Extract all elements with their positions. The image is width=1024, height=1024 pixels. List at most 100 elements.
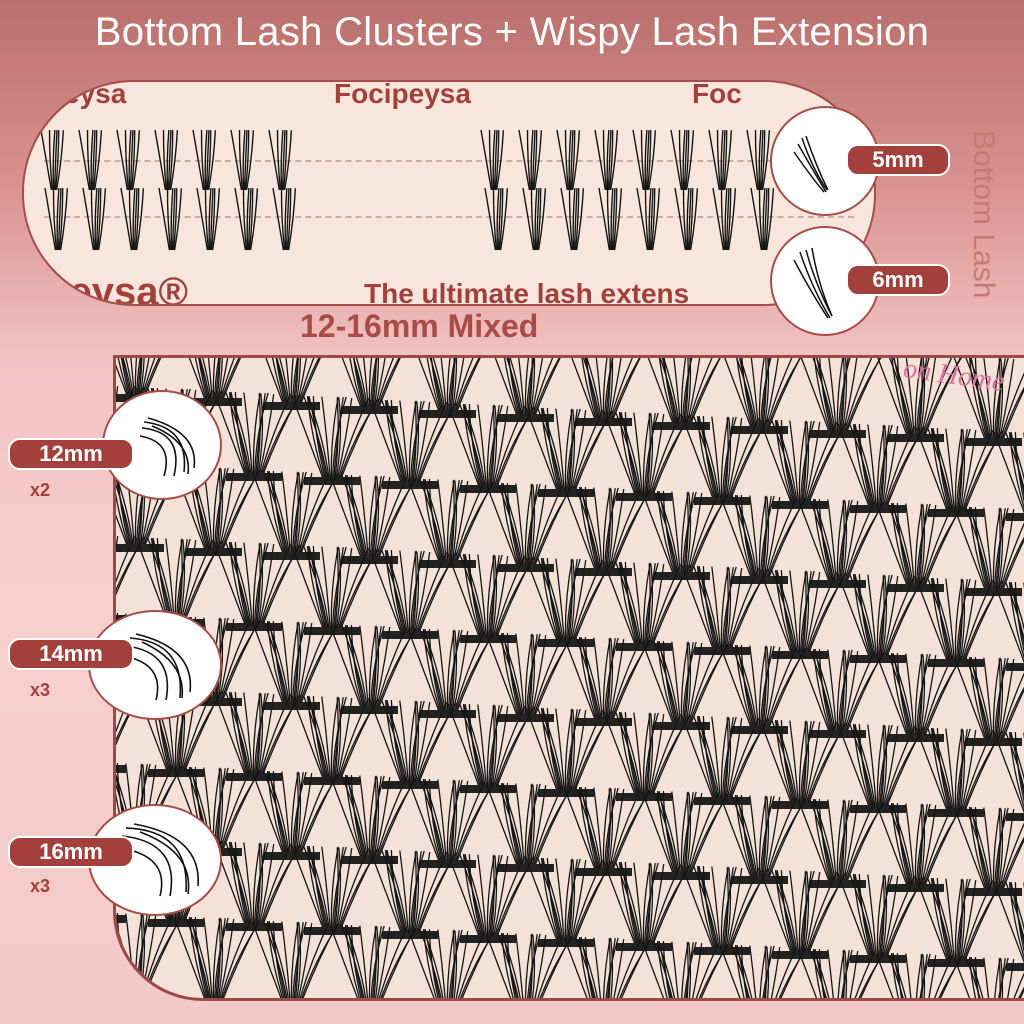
lash-cluster [953,506,1024,593]
lash-cluster [681,565,770,652]
lash-cluster [594,129,619,191]
lash-band [264,552,320,560]
lash-band [420,410,476,418]
lash-cluster [993,431,1024,514]
quantity-16mm: x3 [30,876,51,896]
lash-band [888,884,944,892]
bottom-lash-clusters [40,129,775,251]
lash-band [342,856,398,864]
lash-band [576,568,632,576]
lash-band [186,698,242,706]
lash-band [116,915,126,923]
lash-band [498,414,554,422]
brand-logo-partial: eysa [64,80,127,109]
lash-cluster [875,952,964,998]
lash-cluster [251,470,340,557]
lash-band [654,422,710,430]
lash-cluster [518,129,543,191]
lash-band [186,548,242,556]
lash-cluster [291,395,380,482]
quantity-12mm: x2 [30,480,51,500]
lash-cluster [369,399,458,486]
lash-cluster [750,187,775,251]
lash-cluster [598,187,623,251]
lash-band [1006,963,1024,971]
lash-cluster [192,129,217,191]
lash-cluster [563,636,652,723]
lash-cluster [636,187,661,251]
tagline: The ultimate lash extens [364,278,690,306]
lash-cluster [603,561,692,648]
mixed-length-label: 12-16mm Mixed [300,308,539,344]
lash-cluster [485,482,574,569]
lash-band [1006,813,1024,821]
lash-band [264,702,320,710]
lash-cluster [525,407,614,494]
lash-band [264,852,320,860]
lash-cluster [953,656,1024,743]
lash-cluster [213,841,302,928]
lash-cluster [674,187,699,251]
lash-cluster [746,129,771,191]
lash-cluster [447,703,536,790]
lash-band [116,994,164,998]
lash-cluster [563,786,652,873]
lash-cluster [44,187,69,251]
lash-band [732,426,788,434]
lash-cluster [213,691,302,778]
lash-cluster [407,628,496,715]
lash-band [498,564,554,572]
lash-cluster [993,731,1024,814]
bottom-lash-label: Bottom Lash [967,130,1000,299]
brand-logo-large: ipeysa® [34,270,189,306]
lash-cluster [447,403,536,490]
lash-cluster [915,877,1004,964]
lash-cluster [154,129,179,191]
lash-cluster [522,187,547,251]
lash-band [342,406,398,414]
wispy-lash-tray: on Home [113,355,1024,1001]
size-badge-14mm: 14mm [8,638,134,670]
lash-cluster [447,853,536,940]
lash-cluster [724,358,801,431]
lash-band [732,726,788,734]
lash-cluster [291,695,380,782]
lash-cluster [837,873,926,960]
lash-cluster [173,916,262,998]
lash-band [576,418,632,426]
lash-cluster [369,849,458,936]
lash-cluster [837,723,926,810]
lash-cluster [837,573,926,660]
lash-cluster [632,129,657,191]
lash-band [1006,663,1024,671]
lash-cluster [407,928,496,998]
lash-cluster [120,187,145,251]
lash-cluster [953,956,1024,998]
lash-cluster [234,187,259,251]
size-badge-16mm: 16mm [8,836,134,868]
wispy-lash-clusters [116,358,1024,998]
lash-cluster [560,187,585,251]
brand-logo: Focipeysa [334,80,471,109]
lash-cluster [708,129,733,191]
lash-cluster [525,557,614,644]
lash-band [420,560,476,568]
quantity-14mm: x3 [30,680,51,700]
lash-band [342,556,398,564]
size-badge-12mm: 12mm [8,438,134,470]
lash-cluster [670,129,695,191]
lash-cluster [329,924,418,998]
lash-cluster [681,715,770,802]
lash-cluster [563,936,652,998]
lash-cluster [719,944,808,998]
lash-band [810,880,866,888]
lash-band [498,864,554,872]
lash-band [264,402,320,410]
lash-band [966,738,1022,746]
lash-cluster [915,427,1004,514]
lash-cluster [268,129,293,191]
lash-cluster [603,411,692,498]
lash-cluster [291,545,380,632]
lash-cluster [915,727,1004,814]
lash-cluster [563,486,652,573]
